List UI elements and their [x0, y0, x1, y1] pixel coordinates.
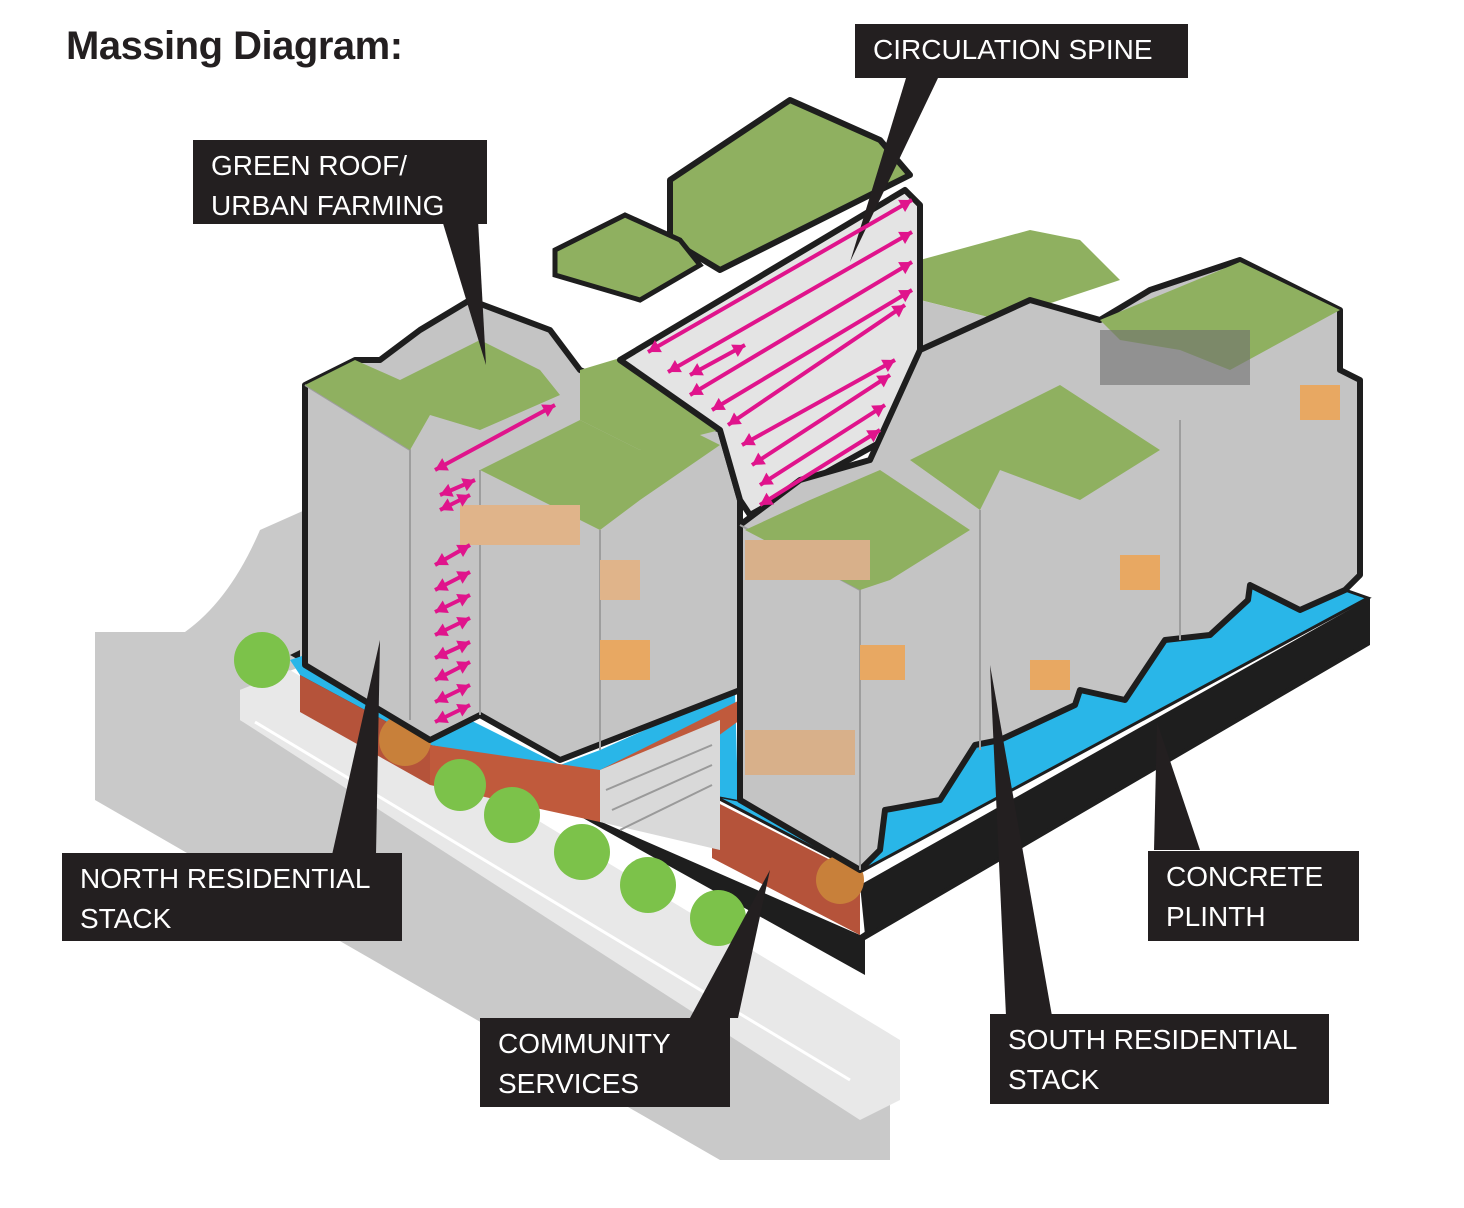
- circulation-arrowheads-17: [435, 616, 470, 637]
- callout-concrete-plinth: CONCRETE PLINTH: [1148, 851, 1359, 941]
- circulation-arrowheads-20: [435, 683, 470, 704]
- circulation-arrowheads-21: [435, 703, 470, 724]
- circulation-arrows: [434, 198, 914, 724]
- circulation-arrowheads-16: [435, 593, 470, 614]
- circulation-arrowheads-19: [435, 661, 470, 681]
- callout-green-roof-line-1: GREEN ROOF/: [211, 150, 408, 181]
- circulation-arrowheads-18: [435, 640, 470, 660]
- circulation-arrow-3: [688, 260, 914, 397]
- circulation-arrow-4: [710, 288, 914, 412]
- circulation-arrowheads-12: [440, 478, 475, 497]
- callout-north-residential-stack: NORTH RESIDENTIAL STACK: [62, 853, 402, 941]
- callout-pointers: [332, 78, 1200, 1018]
- north-residential-stack: [302, 297, 743, 763]
- callout-south-residential-stack-line-1: SOUTH RESIDENTIAL: [1008, 1024, 1298, 1055]
- callout-concrete-plinth-line-1: CONCRETE: [1166, 861, 1324, 892]
- callout-north-residential-stack-line-1: NORTH RESIDENTIAL: [80, 863, 371, 894]
- circulation-arrow-5: [726, 303, 907, 427]
- circulation-arrowheads-10: [690, 344, 745, 376]
- callout-concrete-plinth-line-2: PLINTH: [1166, 901, 1266, 932]
- circulation-arrowheads-15: [435, 571, 470, 591]
- circulation-arrow-11: [434, 403, 556, 472]
- callout-community-services-line-1: COMMUNITY: [498, 1028, 671, 1059]
- callout-north-residential-stack-line-2: STACK: [80, 903, 172, 934]
- callout-circulation-spine-line-1: CIRCULATION SPINE: [873, 34, 1153, 65]
- circulation-arrow-9: [758, 428, 882, 507]
- circulation-arrowheads-14: [435, 544, 470, 566]
- callout-circulation-spine: CIRCULATION SPINE: [855, 24, 1188, 78]
- circulation-arrow-1: [647, 198, 913, 354]
- street-trees: [234, 632, 864, 946]
- callout-south-residential-stack: SOUTH RESIDENTIAL STACK: [990, 1014, 1329, 1104]
- circulation-arrow-2: [667, 230, 913, 374]
- callout-south-residential-stack-line-2: STACK: [1008, 1064, 1100, 1095]
- diagram-title: Massing Diagram:: [66, 24, 403, 68]
- callout-community-services-line-2: SERVICES: [498, 1068, 640, 1099]
- callout-green-roof-line-2: URBAN FARMING: [211, 190, 445, 221]
- circulation-arrow-6: [741, 358, 896, 447]
- circulation-arrow-7: [750, 373, 892, 467]
- callout-green-roof: GREEN ROOF/ URBAN FARMING: [193, 140, 487, 224]
- south-residential-stack: [737, 257, 1363, 873]
- callout-community-services: COMMUNITY SERVICES: [480, 1018, 730, 1107]
- circulation-arrowheads-13: [440, 494, 470, 511]
- circulation-arrow-8: [758, 403, 887, 487]
